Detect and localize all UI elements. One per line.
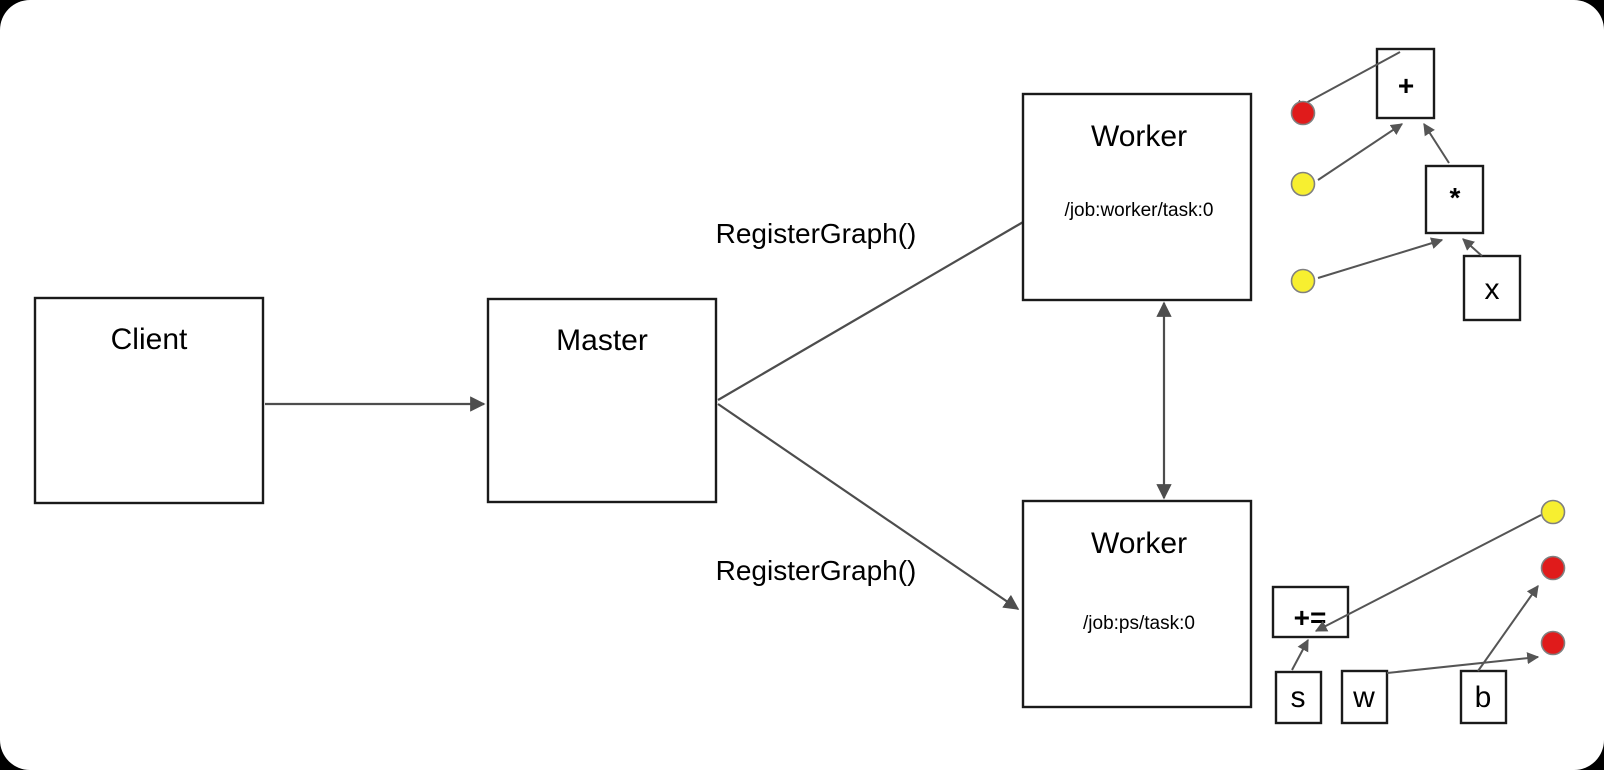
op-label-w: w — [1352, 681, 1375, 714]
client-box[interactable] — [33, 296, 265, 505]
yellow-tensor-dot[interactable] — [1290, 171, 1316, 197]
client-node[interactable]: Client — [33, 296, 265, 505]
master-node[interactable]: Master — [486, 297, 718, 504]
edge-b-to-red-tensor — [1477, 585, 1539, 672]
edge-master-to-worker-bottom — [717, 403, 1020, 610]
red-tensor-dot[interactable] — [1290, 100, 1316, 126]
worker-bottom-node[interactable]: Worker /job:ps/task:0 — [1021, 499, 1253, 709]
op-box-assign-add[interactable] — [1271, 585, 1350, 639]
op-label-x: x — [1485, 273, 1500, 306]
worker-bottom-label: Worker — [1091, 527, 1187, 560]
op-label-b: b — [1475, 681, 1492, 714]
worker-bottom-device: /job:ps/task:0 — [1083, 613, 1195, 634]
worker-top-label: Worker — [1091, 120, 1187, 153]
master-box[interactable] — [486, 297, 718, 504]
edge-plus-to-red-tensor — [1291, 51, 1401, 111]
op-box-times[interactable] — [1424, 164, 1485, 235]
op-label-times: * — [1450, 182, 1461, 213]
worker-top-box[interactable] — [1021, 92, 1253, 302]
graph-top: + * x — [1290, 47, 1522, 322]
edge-master-to-worker-top — [717, 210, 1044, 401]
op-box-w[interactable] — [1340, 669, 1389, 725]
edge-label-register-graph-bottom: RegisterGraph() — [716, 555, 917, 586]
op-box-b[interactable] — [1459, 669, 1508, 725]
op-label-s: s — [1291, 681, 1306, 714]
yellow-tensor-dot[interactable] — [1290, 268, 1316, 294]
op-box-plus[interactable] — [1375, 47, 1436, 120]
yellow-tensor-dot[interactable] — [1540, 499, 1566, 525]
edge-s-to-assign-add — [1291, 638, 1309, 671]
red-tensor-dot[interactable] — [1540, 630, 1566, 656]
edge-x-to-times — [1462, 238, 1483, 257]
worker-top-device: /job:worker/task:0 — [1065, 200, 1214, 221]
worker-bottom-box[interactable] — [1021, 499, 1253, 709]
worker-top-node[interactable]: Worker /job:worker/task:0 — [1021, 92, 1253, 302]
edge-w-to-red-tensor — [1386, 652, 1540, 674]
client-label: Client — [111, 323, 188, 356]
edge-yellow-tensor2-to-times — [1317, 237, 1444, 279]
red-tensor-dot[interactable] — [1540, 555, 1566, 581]
op-label-plus: + — [1398, 70, 1414, 101]
master-label: Master — [556, 324, 648, 357]
edge-yellow-tensor-to-assign-add — [1314, 514, 1542, 632]
edge-yellow-tensor-to-plus — [1317, 123, 1403, 181]
graph-bottom: += s w b — [1271, 499, 1566, 725]
op-box-x[interactable] — [1462, 254, 1522, 322]
op-box-s[interactable] — [1274, 670, 1323, 725]
edge-label-register-graph-top: RegisterGraph() — [716, 218, 917, 249]
edge-times-to-plus — [1423, 122, 1450, 164]
